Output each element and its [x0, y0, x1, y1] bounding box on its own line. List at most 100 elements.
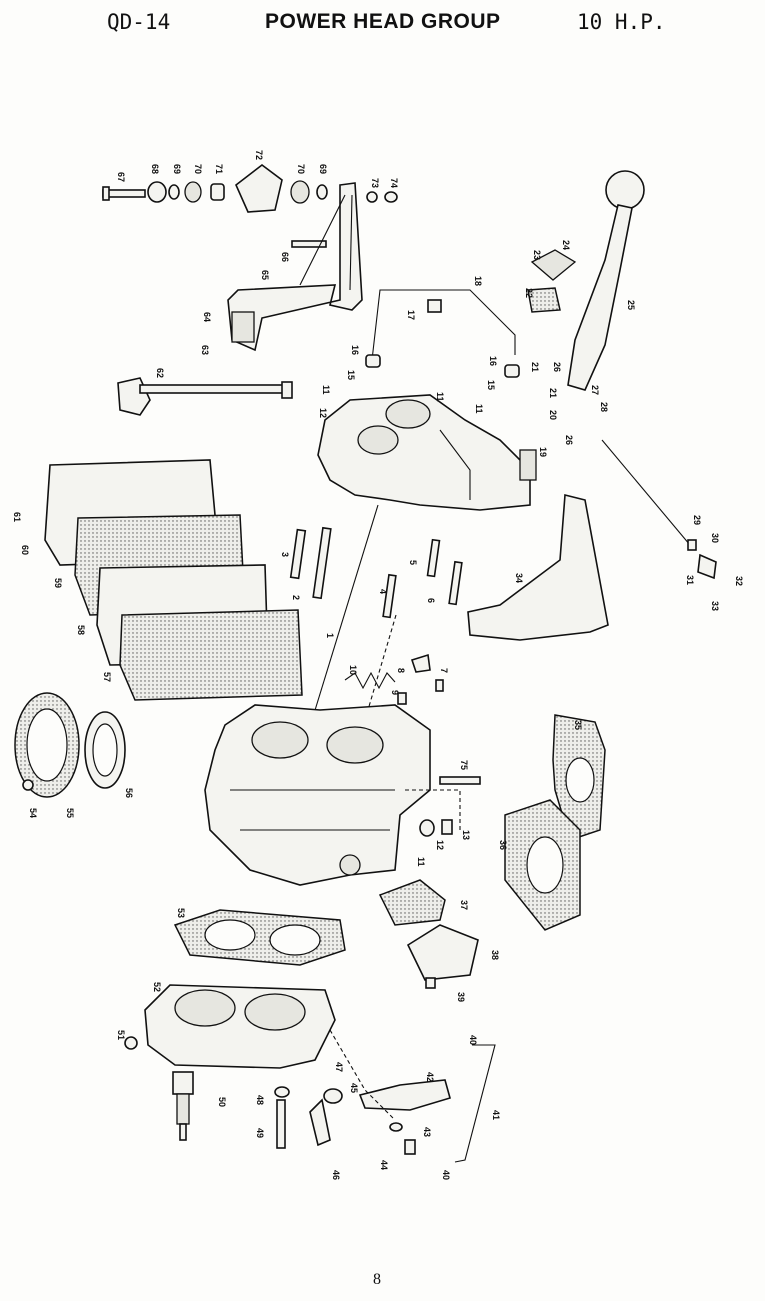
page-number: 8 — [373, 1271, 381, 1288]
callout-4: 4 — [378, 589, 388, 594]
callout-11: 11 — [416, 857, 426, 867]
callout-10: 10 — [348, 665, 358, 675]
washer-48 — [274, 1086, 290, 1098]
callout-40: 40 — [441, 1170, 451, 1180]
callout-2: 2 — [291, 595, 301, 600]
callout-65: 65 — [260, 270, 270, 280]
control-rod — [601, 439, 691, 546]
callout-60: 60 — [20, 545, 30, 555]
carburetor-intake — [317, 394, 537, 511]
callout-8: 8 — [396, 668, 406, 673]
callout-28: 28 — [599, 402, 609, 412]
callout-55: 55 — [65, 808, 75, 818]
cable-clamp — [427, 299, 442, 313]
bolt-49 — [276, 1099, 286, 1149]
bolt-44 — [404, 1139, 416, 1155]
callout-51: 51 — [116, 1030, 126, 1040]
clip-46 — [309, 1098, 331, 1147]
callout-25: 25 — [626, 300, 636, 310]
cylinder-head — [144, 984, 336, 1069]
callout-3: 3 — [280, 552, 290, 557]
cover-plates-gaskets — [44, 459, 303, 701]
callout-17: 17 — [406, 310, 416, 320]
callout-62: 62 — [155, 368, 165, 378]
callout-50: 50 — [217, 1097, 227, 1107]
callout-38: 38 — [490, 950, 500, 960]
callout-59: 59 — [53, 578, 63, 588]
callout-20: 20 — [548, 410, 558, 420]
stud-75 — [439, 776, 481, 785]
callout-37: 37 — [459, 900, 469, 910]
callout-26: 26 — [552, 362, 562, 372]
callout-41: 41 — [491, 1110, 501, 1120]
guide-line-42 — [329, 1029, 396, 1121]
callout-35: 35 — [573, 720, 583, 730]
callout-64: 64 — [202, 312, 212, 322]
callout-12: 12 — [435, 840, 445, 850]
plug-51 — [124, 1036, 138, 1050]
callout-5: 5 — [408, 560, 418, 565]
screw-39 — [425, 977, 436, 989]
callout-33: 33 — [710, 601, 720, 611]
callout-12: 12 — [318, 408, 328, 418]
washer-45 — [323, 1088, 343, 1104]
bolt-13 — [441, 819, 453, 835]
callout-61: 61 — [12, 512, 22, 522]
callout-13: 13 — [461, 830, 471, 840]
callout-43: 43 — [422, 1127, 432, 1137]
callout-22: 22 — [524, 288, 534, 298]
callout-31: 31 — [685, 575, 695, 585]
callout-15: 15 — [486, 380, 496, 390]
callout-69: 69 — [172, 164, 182, 174]
callout-53: 53 — [176, 908, 186, 918]
callout-11: 11 — [321, 385, 331, 395]
callout-19: 19 — [538, 447, 548, 457]
callout-74: 74 — [389, 178, 399, 188]
callout-7: 7 — [439, 668, 449, 673]
callout-69: 69 — [318, 164, 328, 174]
catalog-code: QD-14 — [107, 10, 171, 34]
callout-71: 71 — [214, 164, 224, 174]
callout-27: 27 — [590, 385, 600, 395]
washer-12 — [419, 819, 435, 837]
callout-52: 52 — [152, 982, 162, 992]
callout-39: 39 — [456, 992, 466, 1002]
callout-63: 63 — [200, 345, 210, 355]
callout-48: 48 — [255, 1095, 265, 1105]
rod-end — [687, 539, 697, 551]
callout-26: 26 — [564, 435, 574, 445]
callout-11: 11 — [474, 404, 484, 414]
callout-11: 11 — [435, 392, 445, 402]
callout-54: 54 — [28, 808, 38, 818]
callout-9: 9 — [390, 690, 400, 695]
studs — [289, 526, 463, 619]
support-bracket — [467, 493, 609, 641]
callout-75: 75 — [459, 760, 469, 770]
callout-32: 32 — [734, 576, 744, 586]
tiller-handle — [527, 170, 645, 391]
callout-46: 46 — [331, 1170, 341, 1180]
callout-47: 47 — [334, 1062, 344, 1072]
callout-16: 16 — [350, 345, 360, 355]
throttle-cable — [371, 289, 516, 361]
spark-plug — [172, 1071, 194, 1141]
callout-16: 16 — [488, 356, 498, 366]
tiller-bracket-hardware — [102, 163, 398, 248]
callout-18: 18 — [473, 276, 483, 286]
callout-70: 70 — [296, 164, 306, 174]
callout-34: 34 — [514, 573, 524, 583]
callout-42: 42 — [425, 1072, 435, 1082]
callout-21: 21 — [530, 362, 540, 372]
rod-41 — [454, 1044, 496, 1163]
washer-43 — [389, 1122, 403, 1132]
screw-54 — [22, 779, 34, 791]
callout-40: 40 — [468, 1035, 478, 1045]
callout-66: 66 — [280, 252, 290, 262]
callout-57: 57 — [102, 672, 112, 682]
callout-36: 36 — [498, 840, 508, 850]
callout-44: 44 — [379, 1160, 389, 1170]
callout-21: 21 — [548, 388, 558, 398]
cable-fitting-right — [504, 364, 520, 378]
